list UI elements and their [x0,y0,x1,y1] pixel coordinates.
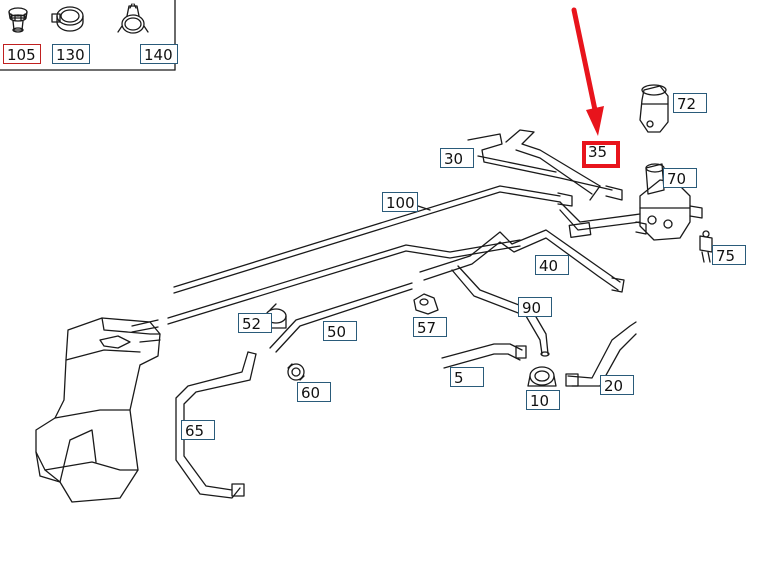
thumbnail-label-105[interactable]: 105 [3,44,41,64]
part-label-75[interactable]: 75 [712,245,746,265]
hose-5 [441,343,527,369]
hose-40 [419,229,625,293]
part-label-100[interactable]: 100 [382,192,418,212]
hose-50 [269,282,413,353]
thumbnail-label-140[interactable]: 140 [140,44,178,64]
part-label-65[interactable]: 65 [181,420,215,440]
part-label-57[interactable]: 57 [413,317,447,337]
sensor-75 [699,230,713,263]
grommet-60 [287,363,305,381]
part-label-10[interactable]: 10 [526,390,560,410]
part-label-70[interactable]: 70 [663,168,697,188]
thumbnail-label-130[interactable]: 130 [52,44,90,64]
part-label-72[interactable]: 72 [673,93,707,113]
hose-20 [565,321,637,387]
spring-clamp-icon [117,3,149,34]
red-arrow-icon [571,7,604,136]
reservoir-tank [35,317,161,503]
part-label-50[interactable]: 50 [323,321,357,341]
clamp-10 [527,366,557,387]
part-label-52[interactable]: 52 [238,313,272,333]
part-label-90[interactable]: 90 [518,297,552,317]
part-label-20[interactable]: 20 [600,375,634,395]
hose-35 [505,129,601,201]
grommet-icon [8,7,28,33]
hose-30 [467,133,623,201]
part-label-40[interactable]: 40 [535,255,569,275]
valve-72 [639,84,669,133]
part-label-30[interactable]: 30 [440,148,474,168]
tube-100 [173,185,573,294]
part-label-35-highlighted[interactable]: 35 [582,141,620,168]
connector-57 [413,293,439,315]
part-label-60[interactable]: 60 [297,382,331,402]
tube-to-valve [559,201,641,238]
hose-clamp-icon [51,6,84,32]
part-label-5[interactable]: 5 [450,367,484,387]
tube-line [167,239,521,325]
hose-65 [175,351,257,499]
